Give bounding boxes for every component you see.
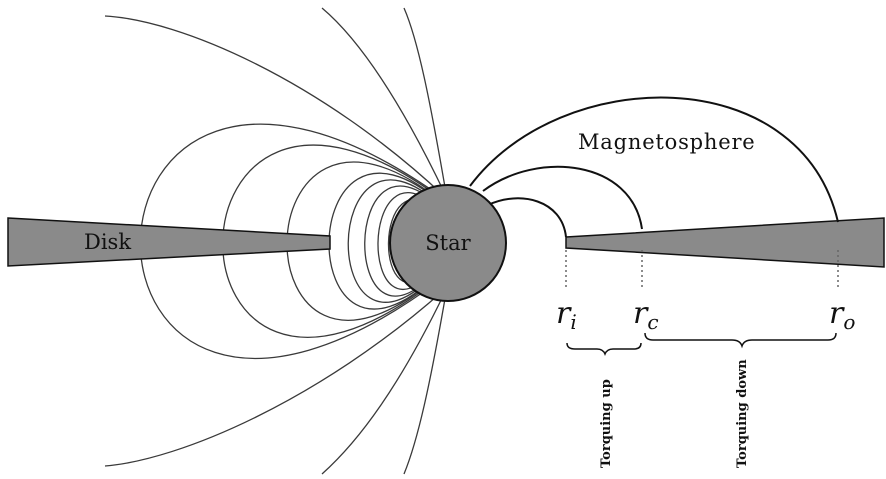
field-line [377,192,441,290]
field-line [403,292,447,475]
inner-loop [487,197,567,238]
brace-torquing-up [566,342,642,357]
right-disk [565,217,885,268]
r-o-base: r [829,296,845,331]
magnetosphere-label: Magnetosphere [578,130,756,154]
field-line [104,15,445,197]
star-label: Star [425,231,471,255]
middle-loop [482,165,643,230]
r-i-label: ri [556,296,577,334]
r-c-label: rc [633,296,659,334]
outer-loop [469,96,839,223]
r-o-subscript: o [843,310,855,334]
disk-label: Disk [84,230,131,254]
r-i-subscript: i [570,310,576,334]
star-body [389,184,507,302]
r-o-label: ro [829,296,855,334]
brace-torquing-down [644,332,837,349]
field-line [364,185,442,297]
field-line [321,7,446,195]
torquing-down-label: Torquing down [735,359,750,468]
r-c-base: r [633,296,649,331]
radius-markers [565,250,839,290]
torque-braces [566,332,837,357]
r-c-subscript: c [647,310,658,334]
field-line [321,291,446,475]
field-line [403,7,447,194]
magnetosphere-loops [469,96,839,238]
left-disk [7,217,331,267]
field-line [104,289,445,467]
field-line [347,179,442,303]
r-i-base: r [556,296,572,331]
torquing-up-label: Torquing up [599,379,614,468]
